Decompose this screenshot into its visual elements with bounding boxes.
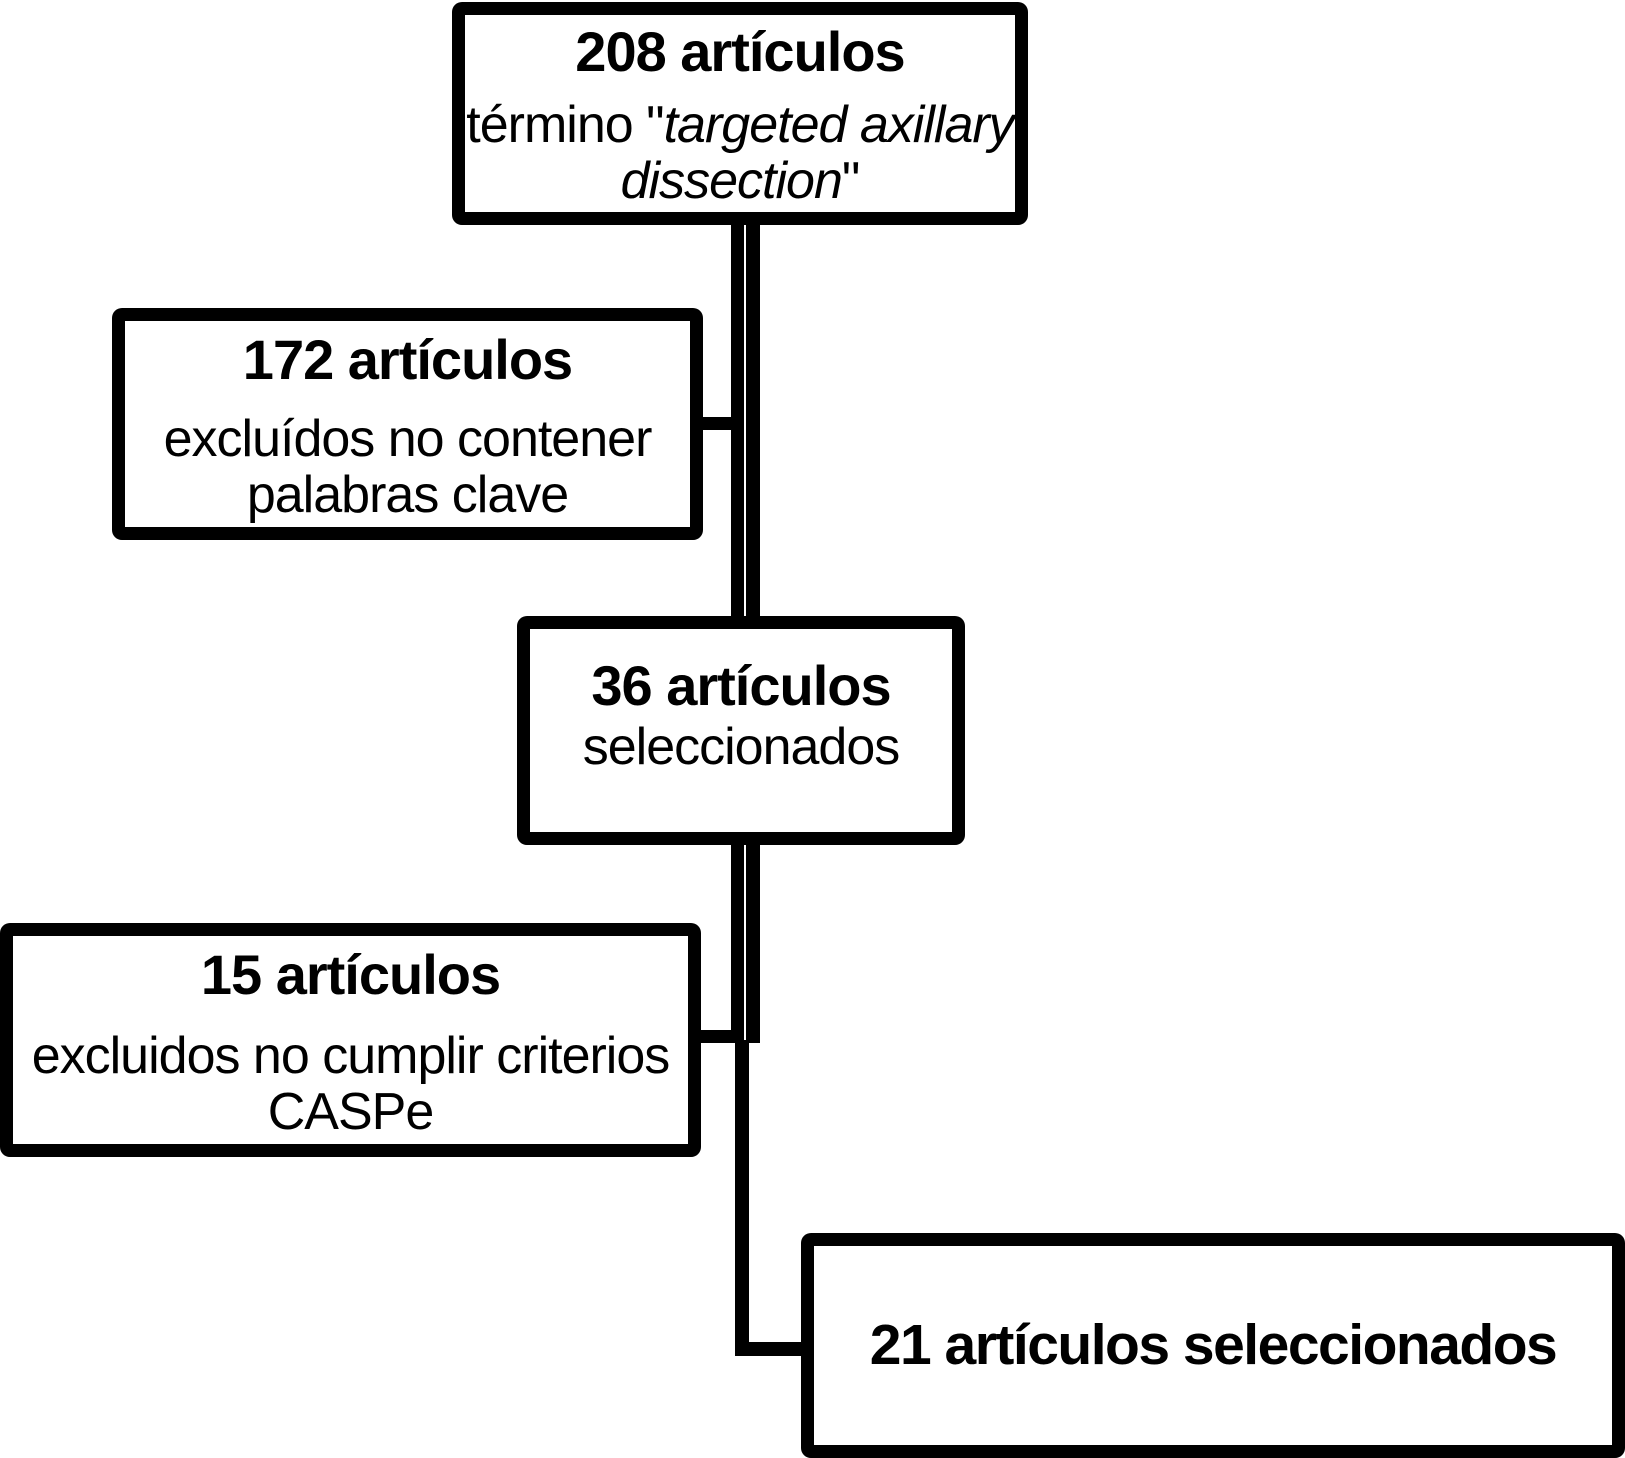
node-15-description: excluidos no cumplir criterios CASPe	[31, 1026, 671, 1141]
node-21-articulos-seleccionados: 21 artículos seleccionados	[801, 1233, 1625, 1458]
node-172-description: excluídos no contener palabras clave	[163, 409, 653, 524]
search-term-prefix: término "	[466, 95, 664, 154]
node-208-articulos: 208 artículos término "targeted axillary…	[452, 2, 1028, 225]
node-172-count: 172 artículos	[242, 328, 573, 391]
node-208-description-line-2: dissection"	[466, 153, 1013, 209]
node-208-count: 208 artículos	[575, 20, 905, 83]
node-36-count: 36 artículos	[591, 654, 891, 717]
node-15-count: 15 artículos	[200, 943, 501, 1006]
connector-stub-172	[697, 417, 735, 430]
node-208-description-line-1: término "targeted axillary	[466, 95, 1015, 154]
connector-spine-middle-left-stroke	[731, 831, 744, 1043]
node-15-description-line-1: excluidos no cumplir criterios	[31, 1026, 671, 1085]
search-term-italic-part-2: dissection	[620, 151, 843, 210]
node-208-description: término "targeted axillary dissection"	[466, 95, 1015, 209]
node-172-description-line-2: palabras clave	[246, 465, 569, 524]
connector-spine-upper-right-stroke	[746, 213, 760, 629]
node-15-description-line-2: CASPe	[267, 1082, 435, 1141]
node-172-description-line-1: excluídos no contener	[163, 409, 653, 468]
node-172-articulos-excluidos: 172 artículos excluídos no contener pala…	[112, 308, 703, 540]
node-21-count: 21 artículos seleccionados	[869, 1313, 1558, 1378]
connector-spine-upper-left-stroke	[731, 213, 744, 629]
node-36-description-line-1: seleccionados	[582, 717, 901, 776]
node-36-description: seleccionados	[582, 717, 901, 776]
connector-spine-lower	[735, 1040, 749, 1356]
connector-elbow-21	[735, 1342, 815, 1356]
connector-stub-15	[697, 1030, 735, 1043]
search-term-suffix: "	[841, 151, 860, 210]
node-36-articulos-seleccionados: 36 artículos seleccionados	[517, 616, 965, 845]
connector-spine-middle-right-stroke	[746, 831, 760, 1043]
search-term-italic-part-1: targeted axillary	[663, 95, 1015, 154]
node-15-articulos-excluidos: 15 artículos excluidos no cumplir criter…	[0, 923, 701, 1157]
